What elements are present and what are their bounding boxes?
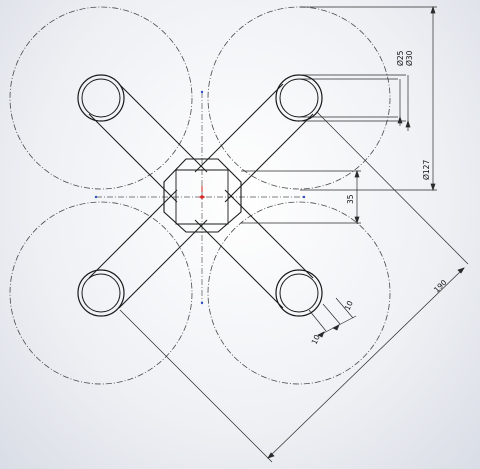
boss-top-right-inner[interactable] (279, 78, 319, 118)
dimension-boss-diameters[interactable] (299, 74, 411, 131)
sketch-point[interactable] (200, 90, 204, 94)
arm-bottom-right-edge-b[interactable] (194, 219, 284, 309)
dimension-circle-diameter[interactable] (300, 5, 437, 192)
construction-circles (9, 6, 391, 385)
boss-bottom-right-inner[interactable] (279, 273, 319, 313)
dimension-arm-width-label-a: 10 (310, 333, 322, 346)
boss-top-right-outer[interactable] (275, 74, 323, 122)
sketch-points (94, 90, 306, 305)
dimension-arm-span[interactable] (119, 111, 469, 463)
sketch-point[interactable] (94, 195, 98, 199)
arm-bottom-left-edge-b[interactable] (118, 219, 208, 309)
arm-top-left-edge-a[interactable] (118, 83, 208, 173)
boss-bottom-left-outer[interactable] (77, 269, 125, 317)
boss-top-left-outer[interactable] (77, 74, 125, 122)
hub-octagon[interactable] (163, 158, 242, 233)
dimension-hub-height-label: 35 (346, 194, 355, 204)
dimension-circle-diameter-label: Ø127 (422, 160, 431, 180)
arms (88, 83, 314, 309)
sketch-point[interactable] (200, 301, 204, 305)
dimension-hub-height[interactable] (241, 169, 361, 225)
arm-top-left-edge-b[interactable] (88, 113, 178, 203)
dimension-boss-inner-label: Ø25 (396, 50, 405, 66)
arm-bottom-right-edge-a[interactable] (224, 189, 314, 279)
construction-circle-top-left[interactable] (9, 6, 193, 190)
origin-marker[interactable] (199, 186, 205, 199)
central-hub (163, 158, 242, 233)
hub-inner-square[interactable] (175, 169, 229, 225)
arm-top-right-edge-a[interactable] (194, 83, 284, 173)
dimension-arm-width-label-b: 10 (343, 299, 355, 312)
bosses (77, 74, 323, 317)
boss-bottom-left-inner[interactable] (81, 273, 121, 313)
construction-circle-top-right[interactable] (207, 6, 391, 190)
construction-circle-bottom-right[interactable] (207, 201, 391, 385)
arm-bottom-left-edge-a[interactable] (88, 189, 178, 279)
construction-circle-bottom-left[interactable] (9, 201, 193, 385)
dimension-arm-width[interactable] (308, 297, 357, 338)
arm-top-right-edge-b[interactable] (224, 113, 314, 203)
dimension-boss-outer-label: Ø30 (405, 50, 414, 66)
dimension-arm-span-label: 190 (432, 278, 449, 295)
boss-bottom-right-outer[interactable] (275, 269, 323, 317)
sketch-point[interactable] (302, 195, 306, 199)
boss-top-left-inner[interactable] (81, 78, 121, 118)
